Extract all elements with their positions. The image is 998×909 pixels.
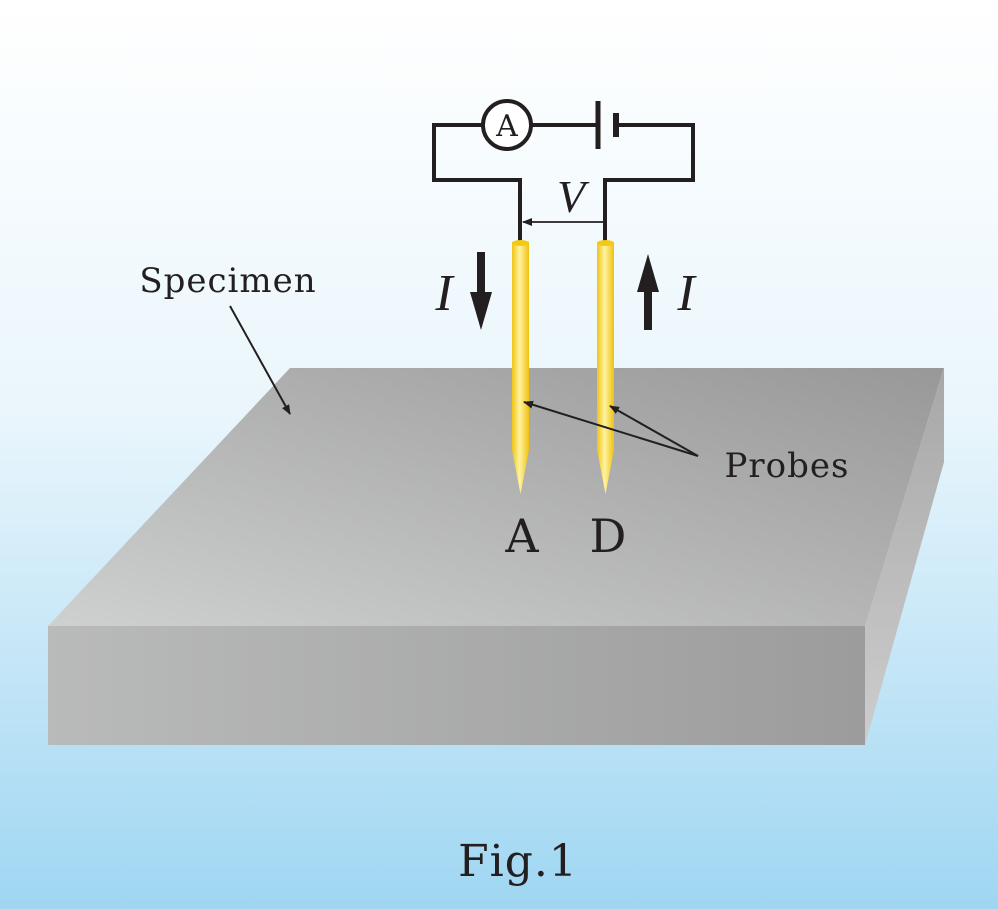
- current-arrow-down: [470, 252, 492, 330]
- specimen-slab: [48, 368, 944, 745]
- probe-d: [597, 240, 614, 494]
- probes-pointer-a: [523, 400, 699, 457]
- specimen-pointer: [229, 305, 291, 415]
- current-label-left: I: [434, 265, 455, 322]
- figure-caption: Fig.1: [458, 836, 578, 887]
- specimen-right-face: [865, 368, 944, 745]
- probe-a-label: A: [504, 509, 539, 563]
- probes-label: Probes: [725, 446, 850, 486]
- ammeter-label: A: [495, 109, 518, 144]
- circuit-wire-right: [603, 123, 695, 242]
- circuit: [432, 123, 695, 242]
- probes-pointer-d: [609, 405, 699, 457]
- current-arrow-up: [637, 254, 659, 330]
- specimen-top-face: [48, 368, 944, 626]
- ammeter-icon: A: [481, 99, 533, 151]
- specimen-label: Specimen: [139, 261, 316, 301]
- probe-d-label: D: [590, 509, 627, 563]
- probe-a: [512, 240, 529, 494]
- battery-icon: [595, 101, 619, 149]
- current-label-right: I: [676, 265, 697, 322]
- circuit-wire-left: [432, 123, 522, 242]
- voltage-label: V: [557, 171, 590, 222]
- specimen-front-face: [48, 626, 865, 745]
